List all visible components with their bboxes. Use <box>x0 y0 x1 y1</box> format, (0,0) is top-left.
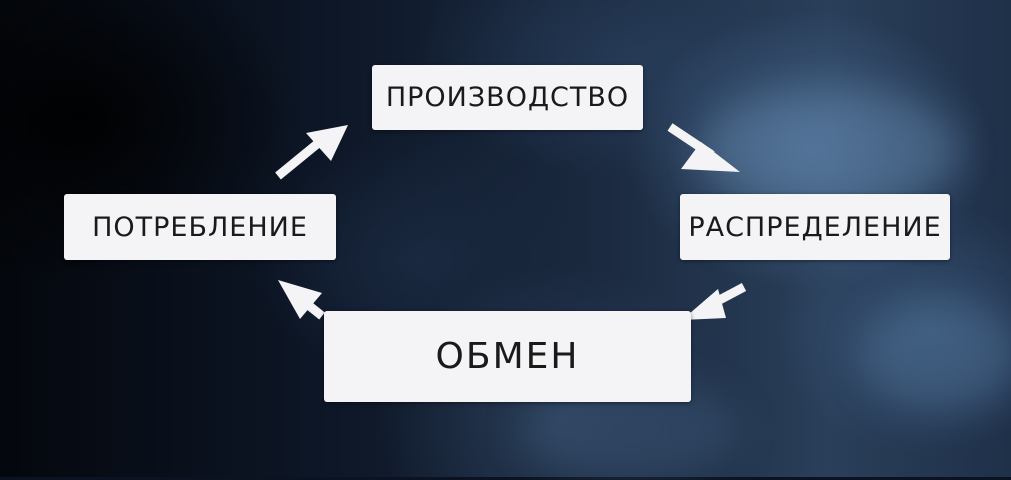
node-consumption-label: ПОТРЕБЛЕНИЕ <box>92 211 308 243</box>
background-texture <box>700 90 960 210</box>
node-production: ПРОИЗВОДСТВО <box>372 65 643 130</box>
arrow-distribution-to-exchange <box>682 283 747 320</box>
arrow-exchange-to-consumption <box>278 280 325 320</box>
arrow-production-to-distribution <box>667 123 740 172</box>
node-exchange-label: ОБМЕН <box>435 336 580 377</box>
node-production-label: ПРОИЗВОДСТВО <box>385 82 630 113</box>
node-consumption: ПОТРЕБЛЕНИЕ <box>64 194 336 260</box>
node-exchange: ОБМЕН <box>324 311 691 402</box>
node-distribution-label: РАСПРЕДЕЛЕНИЕ <box>688 211 942 243</box>
background-texture <box>860 300 1011 410</box>
node-distribution: РАСПРЕДЕЛЕНИЕ <box>680 194 950 260</box>
arrow-consumption-to-production <box>275 125 348 180</box>
